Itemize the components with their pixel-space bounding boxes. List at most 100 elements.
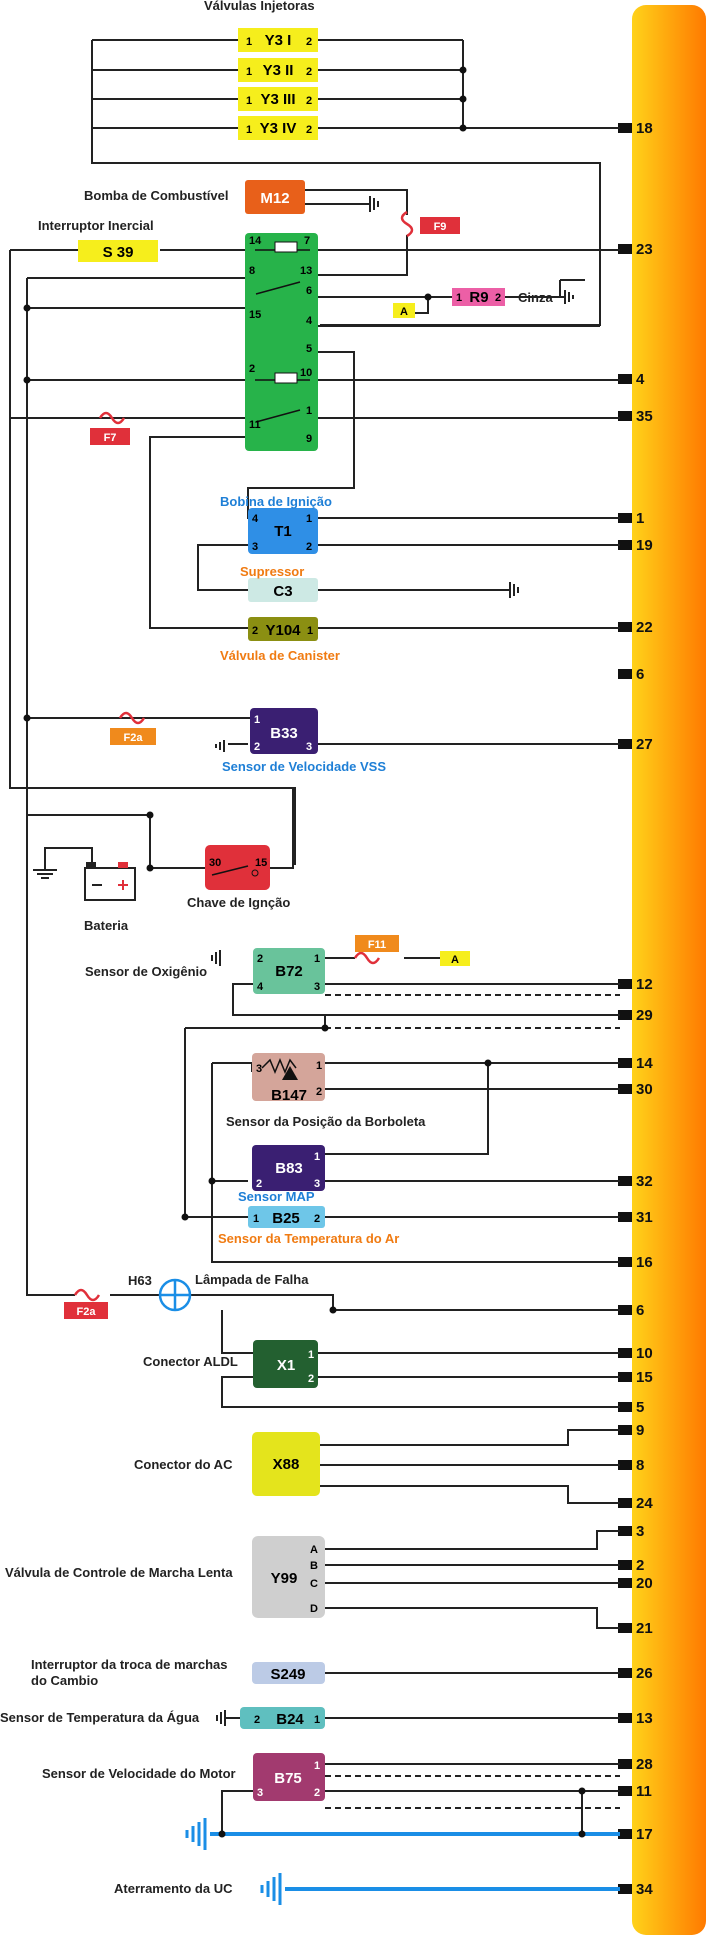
label-troca-2: do Cambio: [31, 1673, 98, 1688]
svg-text:3: 3: [256, 1063, 262, 1075]
battery: [84, 862, 136, 901]
ecu-pin-label: 28: [636, 1756, 653, 1773]
ecu-pin-terminal: [618, 622, 632, 632]
ecu-pin-terminal: [618, 513, 632, 523]
svg-text:1: 1: [246, 124, 252, 136]
svg-text:15: 15: [255, 857, 267, 869]
svg-text:F2a: F2a: [77, 1306, 97, 1318]
label-temp-ar: Sensor da Temperatura do Ar: [218, 1231, 399, 1246]
wiring: [9, 39, 620, 1891]
svg-text:T1: T1: [274, 523, 292, 540]
ecu-pin-label: 10: [636, 1345, 653, 1362]
ecu-pin-terminal: [618, 1498, 632, 1508]
ecu-pin-label: 2: [636, 1557, 644, 1574]
svg-text:11: 11: [249, 419, 261, 431]
svg-text:X1: X1: [277, 1357, 295, 1374]
label-interruptor-inercial: Interruptor Inercial: [38, 218, 154, 233]
ecu-connector-bar: [632, 5, 706, 1935]
ecu-pin-label: 4: [636, 371, 645, 388]
ecu-pin-label: 14: [636, 1055, 653, 1072]
ecu-pin-label: 6: [636, 1302, 644, 1319]
svg-text:7: 7: [304, 235, 310, 247]
ecu-pin-terminal: [618, 1884, 632, 1894]
ecu-pin-label: 35: [636, 408, 653, 425]
svg-text:4: 4: [257, 981, 264, 993]
marker-a-oxygen: A: [440, 951, 470, 966]
svg-text:2: 2: [308, 1373, 314, 1385]
ecu-pin-terminal: [618, 1425, 632, 1435]
ecu-pin-label: 13: [636, 1710, 653, 1727]
ecu-pin-label: 34: [636, 1881, 653, 1898]
svg-text:2: 2: [257, 953, 263, 965]
ignition-switch: 30 15: [205, 845, 270, 890]
ecu-pin-terminal: [618, 979, 632, 989]
ecu-pin-label: 26: [636, 1665, 653, 1682]
svg-text:2: 2: [252, 625, 258, 637]
ecu-pin-label: 3: [636, 1523, 644, 1540]
svg-text:3: 3: [306, 741, 312, 753]
svg-text:8: 8: [249, 265, 255, 277]
svg-text:Y3 IV: Y3 IV: [260, 120, 297, 137]
svg-text:2: 2: [306, 124, 312, 136]
ecu-pin-label: 12: [636, 976, 653, 993]
ecu-pin-label: 19: [636, 537, 653, 554]
svg-text:4: 4: [306, 315, 313, 327]
ecu-pin-label: 17: [636, 1826, 653, 1843]
svg-text:3: 3: [314, 1178, 320, 1190]
svg-text:1: 1: [456, 292, 462, 304]
ac-connector-x88: X88: [252, 1432, 320, 1496]
svg-text:1: 1: [246, 36, 252, 48]
ecu-pin-terminal: [618, 1560, 632, 1570]
svg-text:1: 1: [246, 95, 252, 107]
ecu-pin-label: 29: [636, 1007, 653, 1024]
ecu-pin-terminal: [618, 1212, 632, 1222]
ecu-pin-label: 9: [636, 1422, 644, 1439]
svg-text:2: 2: [306, 95, 312, 107]
svg-text:C3: C3: [273, 583, 292, 600]
svg-text:3: 3: [257, 1787, 263, 1799]
ecu-pin-terminal: [618, 1668, 632, 1678]
svg-text:13: 13: [300, 265, 312, 277]
label-map: Sensor MAP: [238, 1189, 315, 1204]
label-oxigenio: Sensor de Oxigênio: [85, 964, 207, 979]
label-bateria: Bateria: [84, 918, 129, 933]
ecu-pin-terminal: [618, 1058, 632, 1068]
label-borboleta: Sensor da Posição da Borboleta: [226, 1114, 426, 1129]
svg-text:R9: R9: [469, 289, 488, 306]
svg-text:S 39: S 39: [103, 244, 134, 261]
ecu-pin-terminal: [618, 123, 632, 133]
label-canister: Válvula de Canister: [220, 648, 340, 663]
svg-text:3: 3: [252, 541, 258, 553]
ecu-pin-terminal: [618, 1176, 632, 1186]
ecu-pin-label: 22: [636, 619, 653, 636]
ecu-pin-terminal: [618, 244, 632, 254]
canister-valve-y104: 2 Y104 1: [248, 617, 318, 641]
label-bomba: Bomba de Combustível: [84, 188, 228, 203]
svg-text:B25: B25: [272, 1210, 300, 1227]
ecu-pin-label: 5: [636, 1399, 644, 1416]
svg-text:10: 10: [300, 367, 312, 379]
label-vel-motor: Sensor de Velocidade do Motor: [42, 1766, 236, 1781]
svg-text:4: 4: [252, 513, 259, 525]
svg-text:1: 1: [254, 714, 260, 726]
svg-text:1: 1: [316, 1060, 322, 1072]
label-h63: H63: [128, 1273, 152, 1288]
svg-text:2: 2: [314, 1213, 320, 1225]
fault-lamp-h63: [158, 1278, 192, 1312]
svg-text:F11: F11: [368, 939, 386, 951]
ecu-pin-label: 11: [636, 1783, 652, 1800]
ecu-pin-terminal: [618, 1010, 632, 1020]
svg-text:1: 1: [246, 66, 252, 78]
ecu-pin-terminal: [618, 1578, 632, 1588]
ecu-pin-group: 1823435119226271229143032311661015598243…: [618, 120, 653, 1898]
svg-text:M12: M12: [260, 190, 289, 207]
idle-control-valve-y99: Y99 A B C D: [252, 1536, 325, 1618]
air-temp-sensor-b25: 1 B25 2: [248, 1206, 325, 1228]
ecu-pin-label: 1: [636, 510, 644, 527]
svg-text:A: A: [451, 954, 459, 966]
svg-text:Y3 III: Y3 III: [260, 91, 295, 108]
ecu-pin-label: 16: [636, 1254, 653, 1271]
